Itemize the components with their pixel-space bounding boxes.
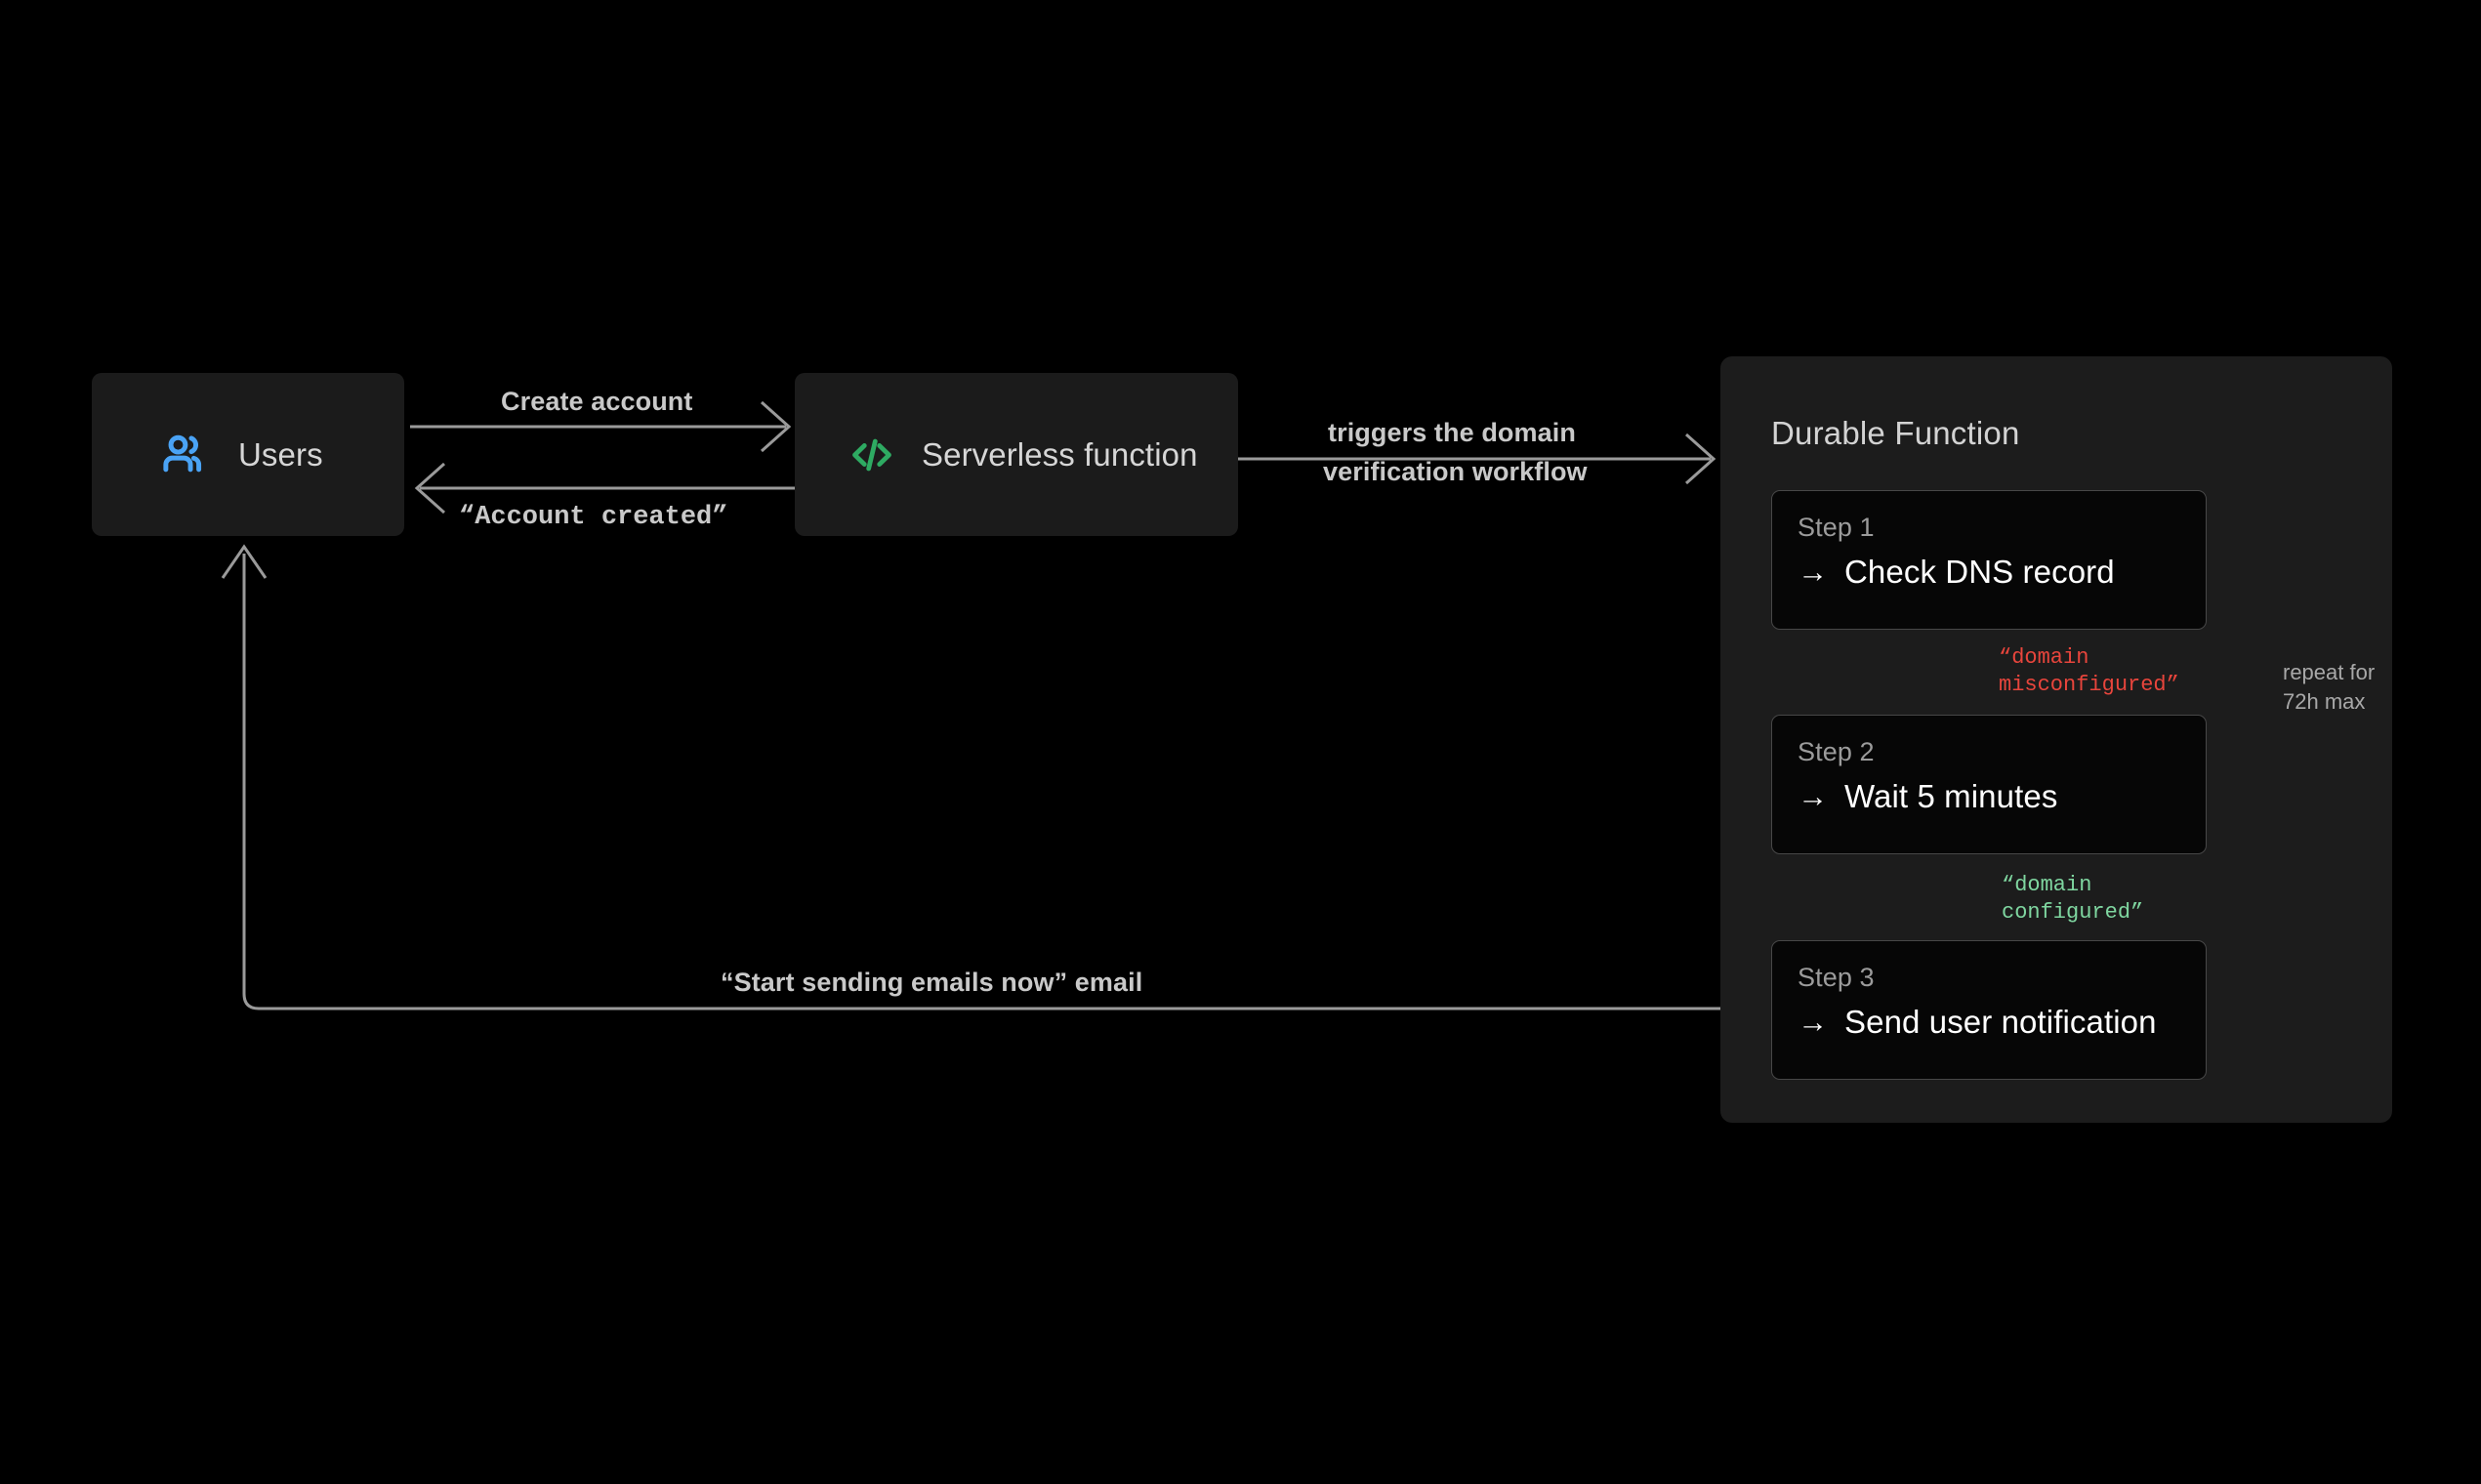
edge-label-triggers-line2: verification workflow (1323, 457, 1588, 486)
step-box-2[interactable]: Step 2 → Wait 5 minutes (1771, 715, 2207, 854)
node-users-label: Users (238, 435, 323, 473)
edge-label-triggers-line1: triggers the domain (1328, 418, 1576, 447)
step-3-main: → Send user notification (1798, 1004, 2206, 1041)
edge-start-sending-emails (221, 544, 1771, 1010)
step-3-kicker: Step 3 (1798, 963, 1875, 992)
step-3-text: Send user notification (1844, 1004, 2157, 1040)
arrow-right-icon: → (1798, 1004, 1828, 1039)
edge-label-start-sending-emails: “Start sending emails now” email (721, 968, 1143, 997)
step-box-3[interactable]: Step 3 → Send user notification (1771, 940, 2207, 1080)
durable-function-title: Durable Function (1771, 415, 2020, 451)
arrow-right-icon: → (1798, 778, 1828, 813)
edge-label-domain-configured: “domain configured” (2002, 873, 2144, 926)
step-1-kicker: Step 1 (1798, 513, 1875, 542)
node-users[interactable]: Users (92, 373, 404, 536)
arrow-right-icon: → (1798, 554, 1828, 589)
step-box-1[interactable]: Step 1 → Check DNS record (1771, 490, 2207, 630)
users-icon (160, 429, 213, 481)
edge-label-domain-misconfigured: “domain misconfigured” (1999, 645, 2179, 698)
node-serverless-label: Serverless function (922, 435, 1198, 473)
edge-label-repeat-72h: repeat for 72h max (2283, 660, 2376, 714)
step-1-main: → Check DNS record (1798, 554, 2206, 591)
durable-function-panel: Durable Function Step 1 → Check DNS reco… (1720, 356, 2392, 1123)
step-2-main: → Wait 5 minutes (1798, 778, 2206, 815)
code-icon (848, 431, 896, 479)
edge-label-account-created: “Account created” (459, 503, 728, 532)
node-serverless-function[interactable]: Serverless function (795, 373, 1238, 536)
step-1-text: Check DNS record (1844, 554, 2115, 590)
step-2-text: Wait 5 minutes (1844, 778, 2058, 814)
step-2-kicker: Step 2 (1798, 737, 1875, 766)
edge-label-create-account: Create account (501, 387, 693, 416)
